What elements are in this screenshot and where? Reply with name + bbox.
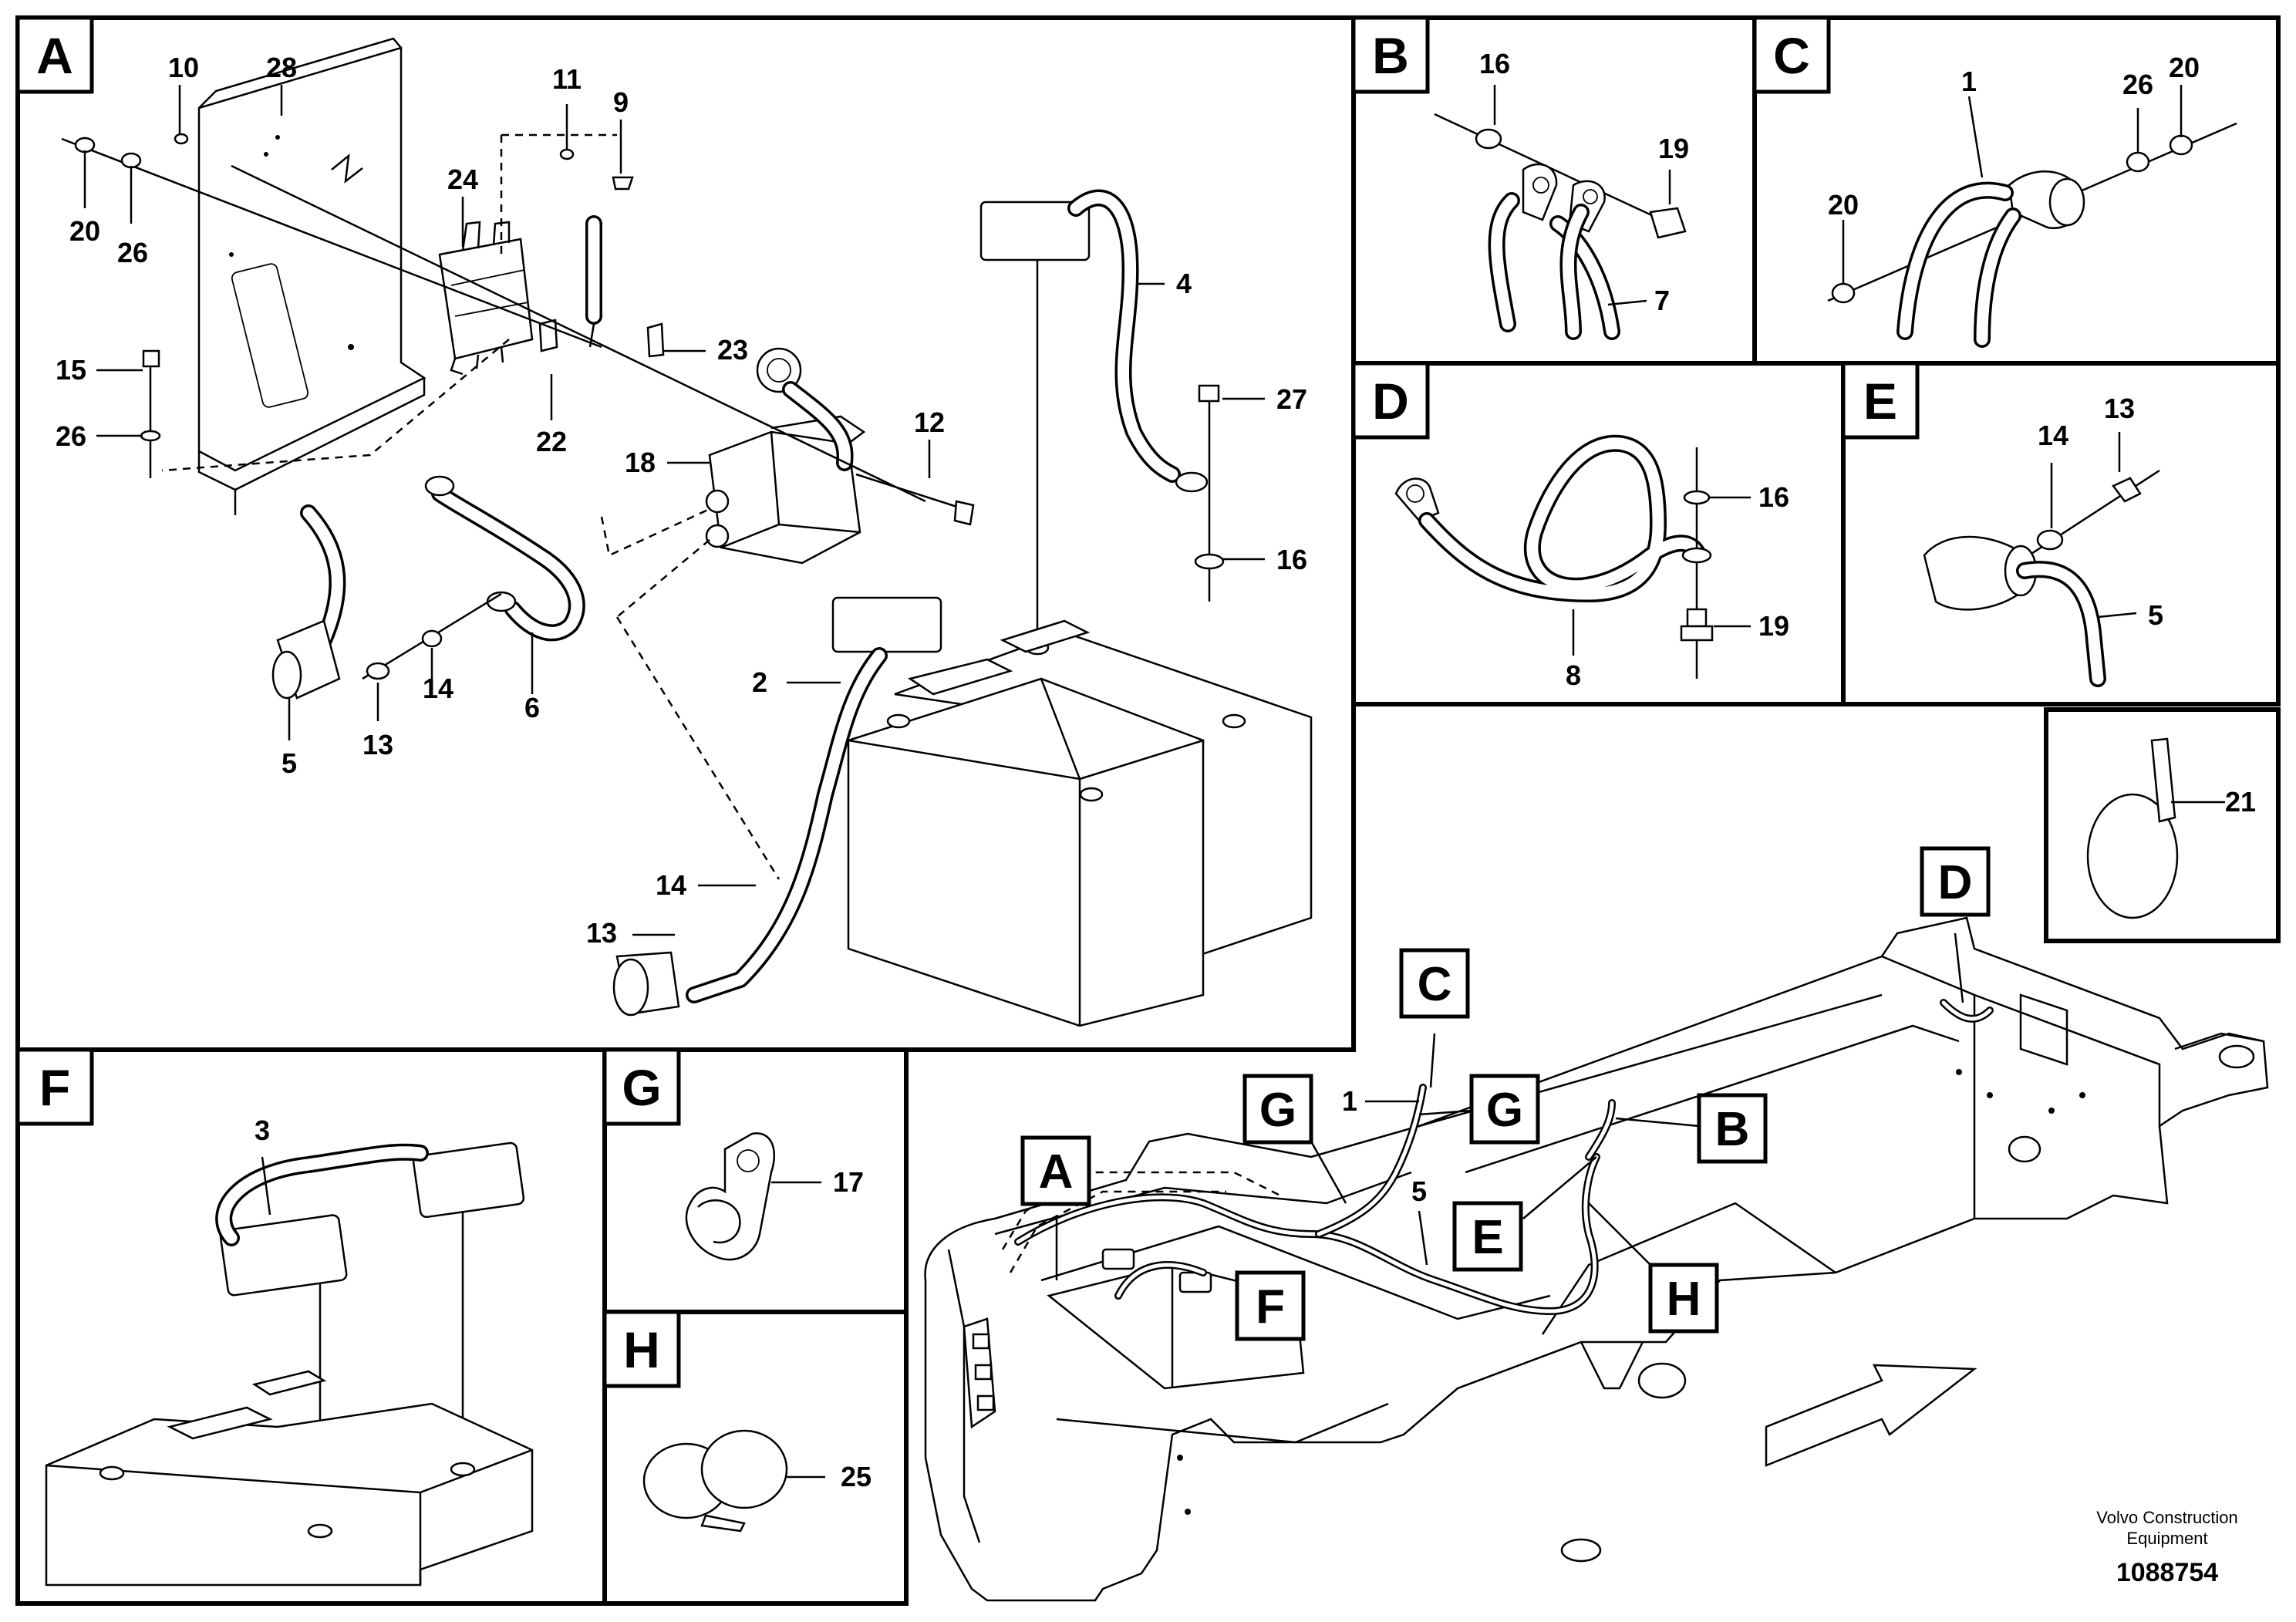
panel-clip-frame (2044, 707, 2281, 943)
overview-callout-a: A (1039, 1145, 1074, 1199)
company-name-line2: Equipment (2126, 1529, 2207, 1548)
part-number: 1 (1342, 1085, 1357, 1117)
cable-2 (612, 596, 942, 1017)
part-number: 19 (1758, 610, 1789, 642)
part-number: 20 (69, 215, 100, 247)
part-number: 5 (2148, 599, 2163, 631)
panel-b-letter: B (1372, 27, 1409, 84)
overview-artwork: 1 5 (924, 916, 2269, 1602)
part-number: 2 (752, 666, 767, 698)
part-number: 10 (168, 52, 199, 83)
panel-a-letter: A (36, 27, 73, 84)
part-number: 19 (1658, 133, 1689, 164)
part-number: 13 (2104, 393, 2135, 424)
part-number: 13 (586, 917, 617, 949)
part-number: 27 (1276, 383, 1307, 415)
drawing-number: 1088754 (2116, 1558, 2218, 1587)
part-number: 7 (1654, 285, 1670, 316)
part-number: 5 (1411, 1175, 1427, 1207)
part-number: 26 (117, 237, 148, 268)
overview-callout-h: H (1667, 1273, 1701, 1326)
panel-f-letter: F (39, 1059, 70, 1116)
part-number: 3 (255, 1114, 270, 1146)
panel-e-artwork: 14 13 5 (1923, 393, 2163, 687)
part-number: 28 (266, 52, 297, 83)
hardware-13-14 (362, 592, 502, 680)
panel-h-frame (602, 1310, 909, 1606)
panel-a-part-numbers: 10 28 11 9 20 26 24 23 22 15 26 18 12 4 … (56, 52, 1307, 949)
cable-6 (424, 475, 585, 642)
overview-callouts: A B C D E F G G H (1020, 846, 1991, 1341)
part-number: 22 (536, 426, 567, 457)
part-number: 1 (1961, 66, 1977, 97)
panel-b-artwork: 16 19 7 (1434, 48, 1689, 340)
panel-c-artwork: 1 26 20 20 (1827, 52, 2237, 348)
part-number: 26 (2122, 69, 2153, 100)
panel-e-letter: E (1863, 373, 1897, 430)
battery-disconnect-solenoid (705, 347, 975, 565)
part-number: 14 (2038, 420, 2068, 451)
part-number: 25 (841, 1461, 872, 1492)
panel-a-artwork: 10 28 11 9 20 26 24 23 22 15 26 18 12 4 … (56, 37, 1313, 1027)
panel-h-letter: H (623, 1321, 660, 1378)
part-number: 9 (613, 86, 629, 118)
panel-e-frame (1841, 361, 2281, 706)
part-number: 5 (282, 747, 297, 779)
overview-callout-g: G (1486, 1084, 1523, 1137)
overview-callout-e: E (1472, 1211, 1503, 1264)
cable-5 (271, 504, 346, 700)
panel-d-artwork: 16 19 8 (1394, 434, 1789, 691)
panel-c-letter: C (1773, 27, 1810, 84)
panel-a-leaders (83, 85, 1265, 936)
overview-callout-g: G (1259, 1084, 1296, 1137)
part-number: 12 (914, 406, 945, 438)
cable-stub-22 (538, 215, 665, 358)
panel-f-artwork: 3 (45, 1114, 534, 1587)
overview-callout-b: B (1715, 1103, 1750, 1156)
part-number: 14 (423, 673, 453, 704)
part-number: 18 (625, 447, 656, 478)
part-number: 13 (362, 729, 393, 760)
part-number: 17 (833, 1166, 864, 1198)
part-number: 8 (1566, 659, 1581, 691)
panel-g-artwork: 17 (685, 1132, 864, 1261)
panel-a-dashed-lines (161, 133, 781, 880)
panel-cable-tie: 21 (2086, 737, 2256, 919)
direction-arrow (1765, 1364, 1977, 1467)
panel-d-letter: D (1372, 373, 1409, 430)
part-number: 15 (56, 354, 86, 386)
relay-switch (438, 221, 534, 376)
panel-g-letter: G (622, 1059, 661, 1116)
bolt-27-washer-16 (1194, 384, 1225, 602)
panel-h-artwork: 25 (642, 1429, 872, 1533)
part-number: 20 (2169, 52, 2200, 83)
overview-callout-d: D (1938, 856, 1973, 909)
company-name-line1: Volvo Construction (2096, 1508, 2237, 1527)
part-number: 4 (1176, 268, 1192, 299)
part-number: 26 (56, 420, 86, 452)
part-number: 16 (1276, 544, 1307, 575)
overview-callout-f: F (1256, 1280, 1285, 1334)
part-number: 16 (1479, 48, 1510, 79)
mounting-bracket (197, 37, 426, 515)
part-number: 23 (717, 334, 748, 366)
part-number: 11 (552, 63, 582, 95)
overview-callout-c: C (1418, 958, 1452, 1011)
part-number: 16 (1758, 481, 1789, 513)
panel-letters: A B C D E F G H (15, 15, 1920, 1388)
cable-4 (979, 189, 1209, 648)
part-number: 14 (656, 869, 686, 901)
footer: Volvo Construction Equipment 1088754 (2096, 1508, 2237, 1587)
part-number: 24 (447, 164, 478, 195)
part-number: 21 (2225, 786, 2256, 818)
part-number: 20 (1828, 189, 1859, 221)
part-number: 6 (524, 692, 540, 723)
batteries (847, 619, 1313, 1027)
